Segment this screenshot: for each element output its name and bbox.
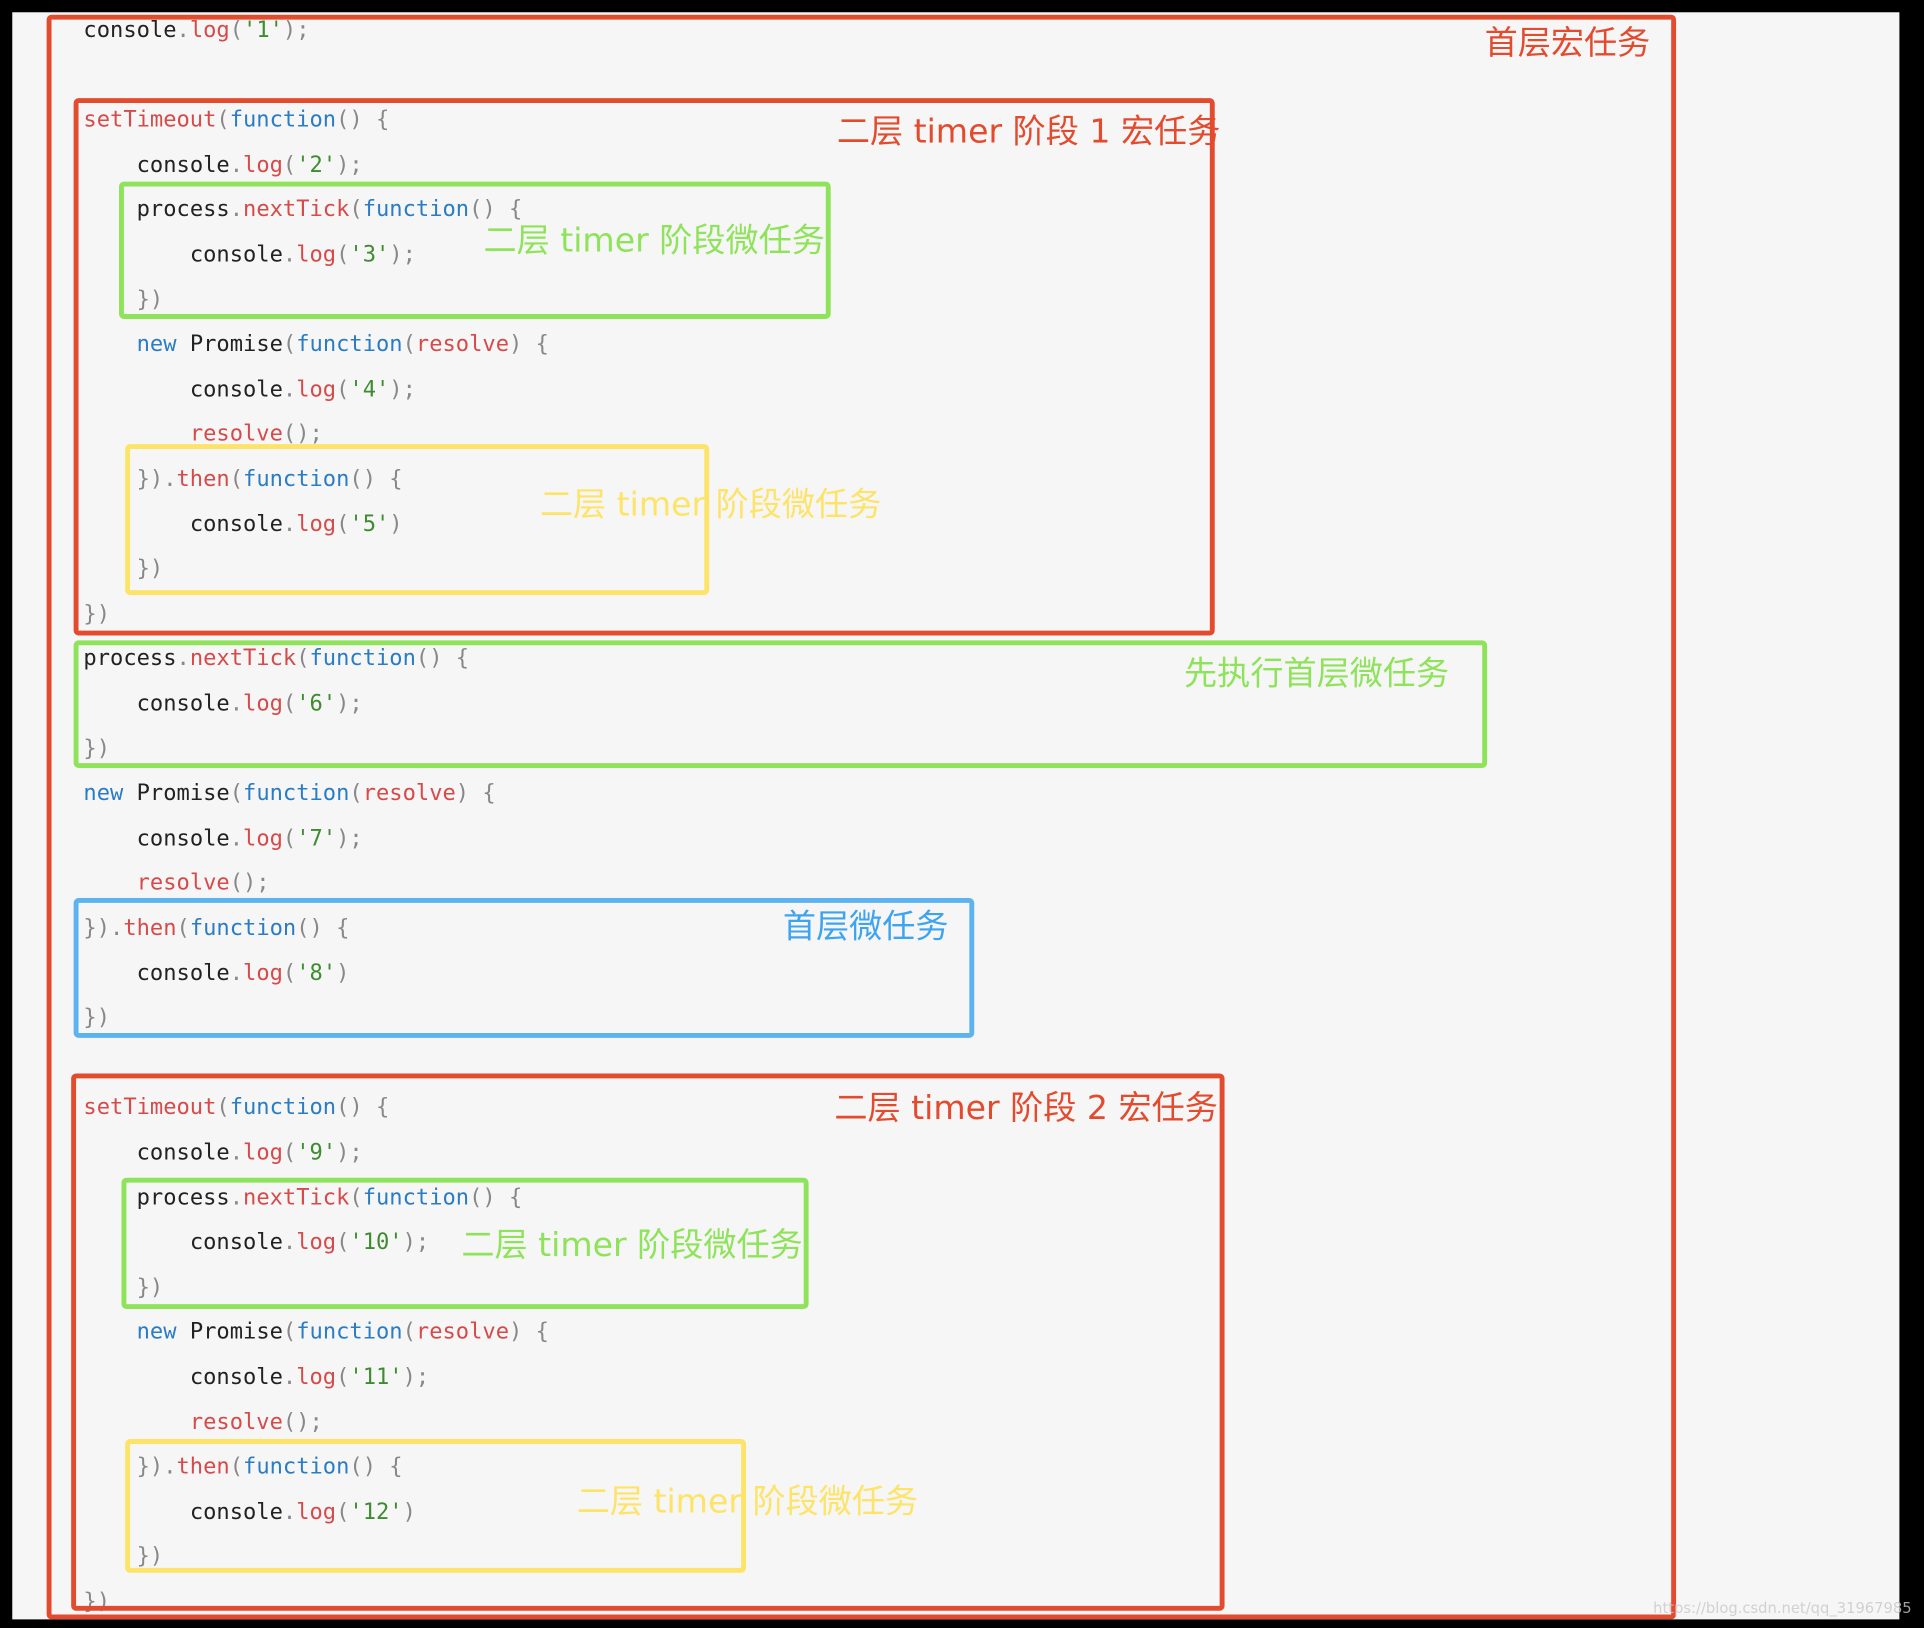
code-sheet: console.log('1'); setTimeout(function() {…	[12, 12, 1900, 1620]
code-line: console.log('6');	[136, 690, 363, 717]
timer1-then-box	[125, 444, 710, 595]
timer1-macro-box	[73, 98, 1215, 636]
code-line: })	[83, 735, 111, 762]
timer2-macro-label: 二层 timer 阶段 2 宏任务	[834, 1089, 1218, 1128]
code-line: resolve();	[136, 870, 270, 897]
code-line: })	[83, 1543, 164, 1570]
code-line: })	[83, 1274, 164, 1301]
first-then-box	[73, 898, 975, 1038]
timer1-nexttick-label: 二层 timer 阶段微任务	[483, 222, 825, 261]
code-line: console.log('1');	[83, 17, 310, 43]
timer1-then-label: 二层 timer 阶段微任务	[539, 485, 882, 524]
code-line: resolve();	[189, 421, 323, 448]
timer2-then-box	[125, 1439, 747, 1573]
code-line: resolve();	[189, 1409, 323, 1435]
first-tick-label: 先执行首层微任务	[1184, 655, 1450, 694]
code-line: })	[83, 555, 164, 582]
code-line: console.log('4');	[189, 376, 416, 403]
code-listing: console.log('1'); setTimeout(function() {…	[12, 12, 1899, 1619]
code-line: console.log('9');	[136, 1139, 363, 1166]
code-line: new Promise(function(resolve) {	[136, 1319, 549, 1346]
code-line: console.log('10');	[189, 1229, 430, 1256]
code-line: console.log('12')	[189, 1498, 416, 1525]
code-line: console.log('3');	[189, 241, 416, 268]
watermark: https://blog.csdn.net/qq_31967985	[1653, 1599, 1912, 1617]
code-line: new Promise(function(resolve) {	[136, 331, 549, 358]
top-macro-box	[46, 14, 1677, 1620]
timer2-macro-box	[71, 1073, 1225, 1611]
timer1-macro-label: 二层 timer 阶段 1 宏任务	[836, 112, 1221, 151]
timer2-nexttick-box	[121, 1177, 809, 1309]
code-line: setTimeout(function() {	[83, 1094, 390, 1121]
code-line: console.log('7');	[136, 825, 363, 852]
first-then-label: 首层微任务	[782, 907, 949, 946]
timer2-nexttick-label: 二层 timer 阶段微任务	[461, 1226, 803, 1265]
code-line: process.nextTick(function() {	[136, 1184, 523, 1211]
code-line: }).then(function() {	[83, 466, 403, 492]
code-line: }).then(function() {	[83, 1453, 403, 1480]
code-line: process.nextTick(function() {	[83, 645, 470, 672]
timer1-nexttick-box	[119, 181, 831, 319]
code-line: setTimeout(function() {	[83, 106, 390, 133]
timer2-then-label: 二层 timer 阶段微任务	[576, 1483, 919, 1522]
code-line: console.log('11');	[189, 1364, 430, 1390]
code-line: })	[83, 1004, 111, 1031]
code-line: console.log('8')	[136, 960, 350, 986]
code-line: })	[83, 600, 111, 627]
code-line: console.log('5')	[189, 511, 403, 537]
code-line: new Promise(function(resolve) {	[83, 780, 496, 807]
code-line: process.nextTick(function() {	[136, 196, 523, 223]
top-macro-label: 首层宏任务	[1484, 24, 1651, 63]
code-line: })	[83, 286, 164, 313]
code-line: console.log('2');	[136, 151, 363, 178]
code-line: }).then(function() {	[83, 915, 350, 941]
first-tick-box	[73, 640, 1488, 768]
